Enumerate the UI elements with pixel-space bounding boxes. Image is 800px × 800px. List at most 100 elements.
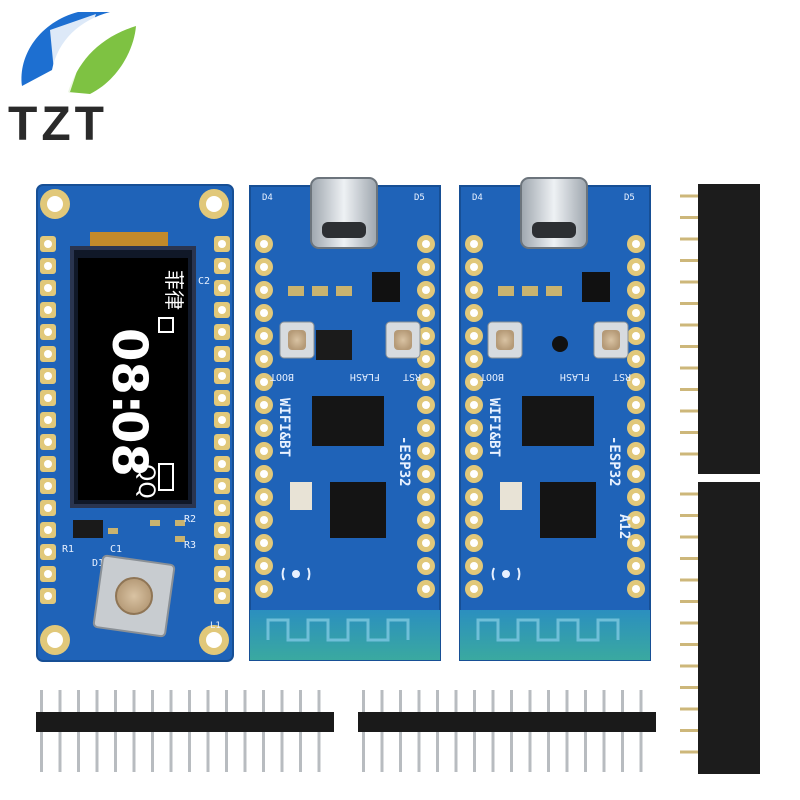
- logo-blue-swoosh: [21, 12, 110, 86]
- header-pin: [621, 732, 624, 772]
- header-pin: [95, 690, 99, 712]
- oled-content: 菲律 08: 08 QQ: [101, 270, 186, 499]
- silk-d4-left: D4: [262, 193, 273, 203]
- header-pin: [680, 216, 698, 219]
- header-pin: [680, 514, 698, 517]
- silk-d5-left: D5: [414, 193, 425, 203]
- header-pin: [680, 194, 698, 198]
- silk-esp32-left: -ESP32: [396, 436, 412, 487]
- header-pin: [132, 732, 136, 772]
- header-pin: [206, 690, 210, 712]
- header-pin: [680, 259, 698, 262]
- esp32-chip-right: [540, 482, 596, 538]
- header-pin: [317, 690, 321, 712]
- header-pin: [58, 732, 62, 772]
- oled-time-minutes: 08: [101, 410, 157, 477]
- silk-boot-right: BOOT: [480, 371, 504, 382]
- silk-model-right: A12: [616, 514, 632, 539]
- rst-button-right: [593, 321, 629, 359]
- usb-uart-chip-left: [316, 330, 352, 360]
- signal-icon: [158, 317, 174, 333]
- header-pin: [399, 690, 402, 712]
- header-pin: [40, 690, 43, 712]
- header-pin: [417, 690, 421, 712]
- brand-logo: TZT: [8, 12, 136, 151]
- header-pin: [188, 690, 191, 712]
- header-pin: [114, 690, 117, 712]
- silk-rst-right: RST: [613, 371, 631, 382]
- logo-green-swoosh: [68, 26, 136, 94]
- silk-rst-left: RST: [403, 371, 421, 382]
- header-pin: [510, 690, 513, 712]
- oled-pin-row: [40, 236, 230, 604]
- header-pin: [528, 690, 532, 712]
- female-header-bottom: [698, 482, 760, 774]
- male-header-body: [36, 712, 334, 732]
- header-pin: [491, 732, 495, 772]
- header-pin: [151, 690, 154, 712]
- header-pin: [547, 732, 550, 772]
- header-pin: [225, 732, 228, 772]
- oled-side-text: QQ: [133, 464, 158, 499]
- header-pin: [680, 729, 698, 732]
- header-pin: [680, 237, 698, 241]
- header-pin: [206, 732, 210, 772]
- header-pin: [680, 345, 698, 348]
- header-pin: [491, 690, 495, 712]
- silk-l1: L1: [210, 621, 221, 631]
- oled-board: 菲律 08: 08 QQ R1 C1 R2 R3 D1 C2 L1: [36, 184, 234, 662]
- header-pin: [510, 732, 513, 772]
- header-pin: [680, 643, 698, 646]
- header-pin: [680, 280, 698, 284]
- boot-button-left: [279, 321, 315, 359]
- header-pin: [680, 707, 698, 711]
- header-pin: [262, 732, 265, 772]
- silk-r1: R1: [62, 544, 74, 555]
- header-pin: [436, 732, 439, 772]
- oled-time-hours: 08:: [101, 328, 157, 414]
- oled-flex-cable: [90, 232, 168, 248]
- header-pin: [262, 690, 265, 712]
- header-pin: [280, 732, 284, 772]
- header-pin: [680, 366, 698, 370]
- esp32-board-left: BOOT FLASH RST WIFI&BT -ESP32 D4 D5: [249, 177, 441, 661]
- header-pin: [621, 690, 624, 712]
- flash-chip-right: [522, 396, 594, 446]
- header-pin: [680, 452, 698, 456]
- silk-boot-left: BOOT: [270, 371, 294, 382]
- crystal-right: [500, 482, 522, 510]
- header-pin: [680, 578, 698, 582]
- silk-esp32-right: -ESP32: [606, 436, 622, 487]
- crystal-left: [290, 482, 312, 510]
- silk-r2: R2: [184, 514, 196, 525]
- header-pin: [680, 557, 698, 560]
- header-pin: [680, 431, 698, 434]
- header-pin: [680, 686, 698, 689]
- header-pin: [317, 732, 321, 772]
- header-pin: [417, 732, 421, 772]
- header-pin: [299, 732, 302, 772]
- esp32-chip-left: [330, 482, 386, 538]
- silk-flash-left: FLASH: [350, 371, 380, 382]
- header-pin: [151, 732, 154, 772]
- header-pin: [473, 732, 476, 772]
- header-pin: [169, 690, 173, 712]
- header-pin: [454, 690, 458, 712]
- header-pin: [680, 750, 698, 754]
- header-pin: [77, 690, 80, 712]
- header-pin: [380, 690, 384, 712]
- antenna-area-left: [250, 610, 440, 660]
- header-pin: [225, 690, 228, 712]
- silk-r3: R3: [184, 540, 196, 551]
- header-pin: [95, 732, 99, 772]
- header-pin: [436, 690, 439, 712]
- silk-wifi-right: WIFI&BT: [486, 398, 502, 457]
- wifi-icon: [281, 567, 311, 581]
- header-pin: [77, 732, 80, 772]
- header-pin: [680, 323, 698, 327]
- header-pin: [40, 732, 43, 772]
- header-pin: [114, 732, 117, 772]
- header-pin: [547, 690, 550, 712]
- female-header-top: [698, 184, 760, 474]
- esp32-board-right: BOOT FLASH RST WIFI&BT -ESP32 A12 D4 D5: [459, 177, 651, 661]
